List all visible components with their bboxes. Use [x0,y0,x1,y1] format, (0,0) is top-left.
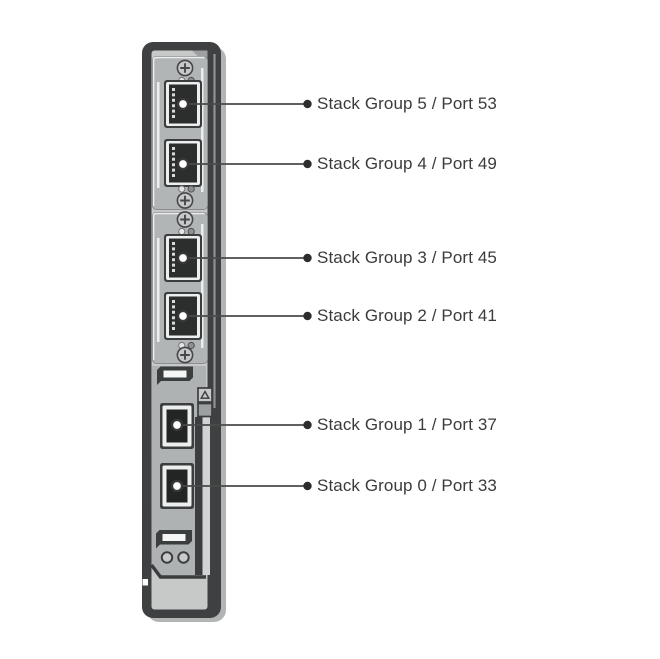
callout-dots [303,99,312,491]
led-indicator [160,551,174,564]
callout-dot [303,311,312,321]
slot-highlight-right [201,68,204,192]
screw-icon [176,191,194,210]
lower-panel-edge [150,563,206,579]
frame-notch [142,579,148,586]
port-marker-circle [176,157,190,171]
port-marker-circle [176,309,190,323]
stack-module-top [152,56,208,210]
callout-dot [303,99,312,109]
screw-icon [176,210,194,229]
led-indicator [177,551,190,564]
lever-groove-dark [195,417,203,575]
port-marker-circle [170,418,184,432]
callout-dot [303,420,312,430]
callout-lines [177,103,307,487]
port-marker-circle [170,479,184,493]
callout-dot [303,159,312,169]
port-markers [170,97,190,493]
lever-groove-light [202,417,210,575]
slot-highlight-left [157,238,160,342]
slot-highlight-left [157,82,160,188]
triangle-latch-icon [199,390,211,399]
fixed-port-section [150,366,213,579]
callout-dot [303,253,312,263]
callout-dot [303,481,312,491]
port-marker-circle [176,251,190,265]
screw-icon [176,59,194,77]
stack-module-bottom [152,210,208,364]
release-tab [197,402,213,418]
port-marker-circle [176,97,190,111]
slot-highlight-right [201,224,204,348]
screw-icon [176,346,194,364]
